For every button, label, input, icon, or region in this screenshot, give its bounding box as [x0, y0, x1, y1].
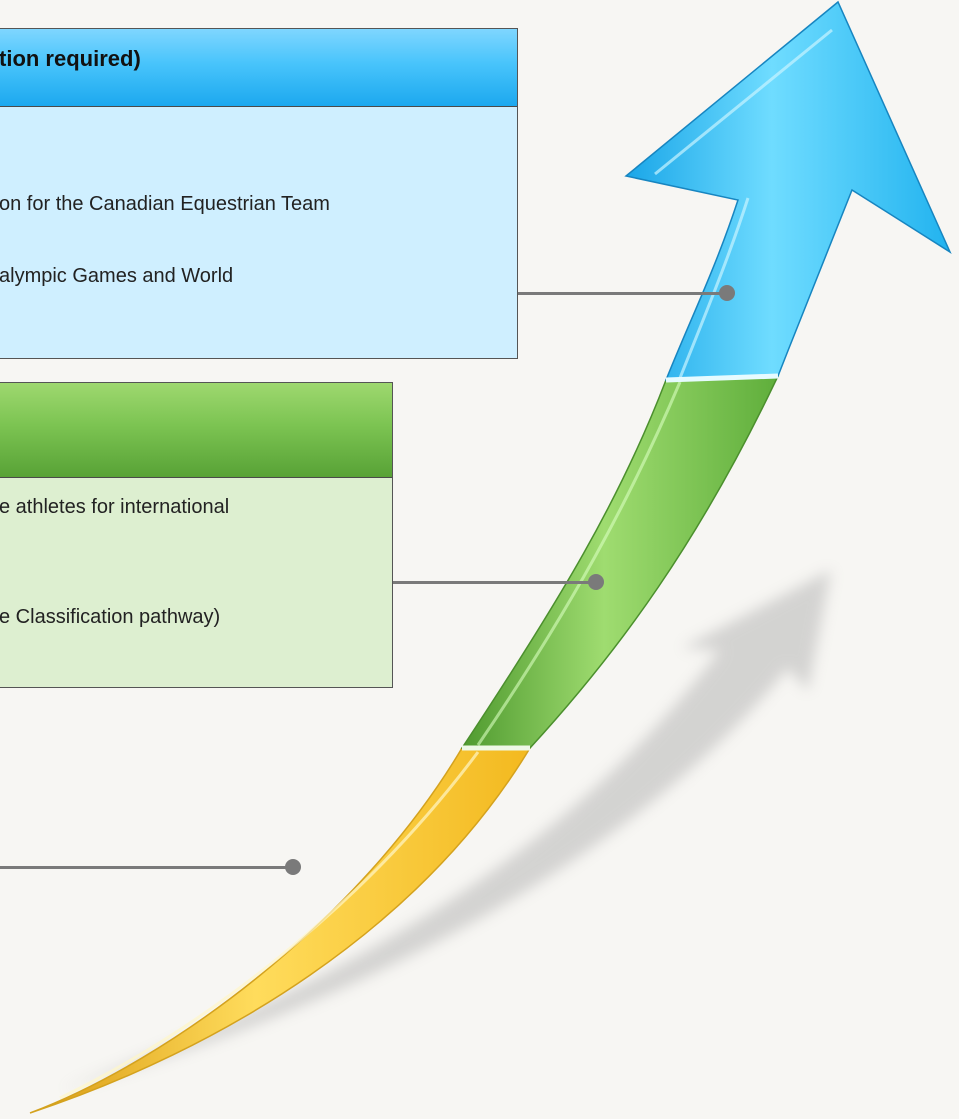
- green-panel-line-2: e Classification pathway): [0, 606, 221, 628]
- yellow-connector-line: [0, 866, 293, 869]
- blue-panel-body: on for the Canadian Equestrian Team alym…: [0, 107, 517, 358]
- blue-connector-dot: [719, 285, 735, 301]
- blue-panel-line-2: alympic Games and World: [0, 265, 234, 287]
- blue-level-panel: tion required) on for the Canadian Eques…: [0, 28, 518, 359]
- yellow-connector-dot: [285, 859, 301, 875]
- green-connector-dot: [588, 574, 604, 590]
- blue-panel-header: tion required): [0, 29, 517, 107]
- green-panel-line-1: e athletes for international: [0, 496, 230, 518]
- green-connector-line: [393, 581, 596, 584]
- blue-panel-title: tion required): [0, 46, 141, 71]
- blue-panel-line-1: on for the Canadian Equestrian Team: [0, 193, 330, 215]
- green-level-panel: e athletes for international e Classific…: [0, 382, 393, 688]
- blue-connector-line: [518, 292, 727, 295]
- arrow-segment-blue: [624, 0, 952, 381]
- arrow-shadow: [60, 570, 831, 1090]
- green-panel-header: [0, 383, 392, 478]
- green-panel-body: e athletes for international e Classific…: [0, 478, 392, 687]
